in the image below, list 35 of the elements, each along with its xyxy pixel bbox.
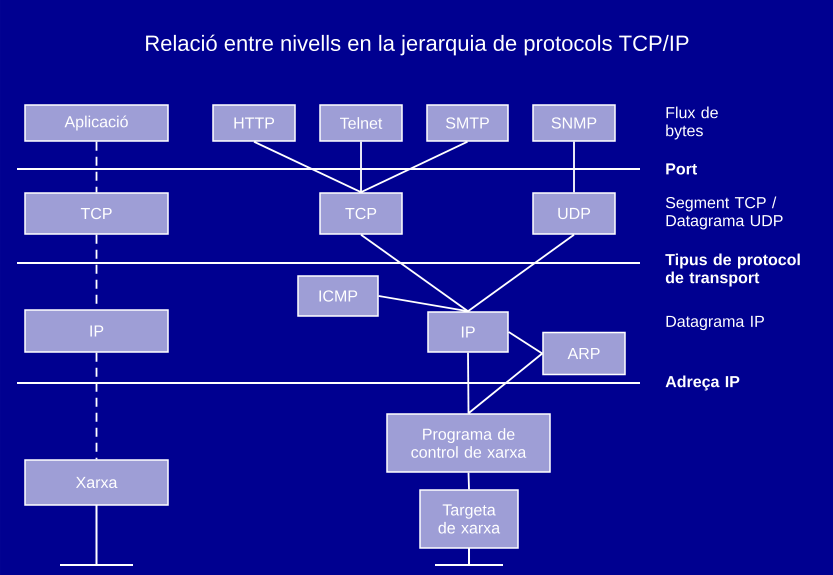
protocol-box: UDP [532,192,616,235]
protocol-box: Aplicació [24,104,169,142]
connector-line [468,472,470,490]
layer-label: Flux de bytes [666,106,718,140]
connector-line [360,140,468,194]
connector-line [467,234,575,312]
protocol-box: IP [427,311,509,353]
connector-line [508,331,543,354]
title: Relació entre nivells en la jerarquia de protocols TCP/IP [146,34,688,56]
protocol-box: ICMP [297,275,379,317]
layer-label: Segment TCP / Datagrama UDP [666,196,783,230]
layer-label: Tipus de protocol de transport [665,254,800,286]
protocol-box: TCP [24,192,169,235]
connector-line [467,352,470,414]
connector-line [360,234,469,312]
connector-line [573,142,575,192]
protocol-box: IP [24,309,169,353]
protocol-box: Programa de control de xarxa [386,413,551,473]
connector-line [96,352,98,460]
layer-label: Adreça IP [666,376,740,390]
protocol-box: Telnet [319,104,403,142]
connector-line [360,142,362,192]
protocol-box: HTTP [212,104,296,142]
connector-line [96,142,98,192]
connector-line [378,295,468,312]
protocol-box: SMTP [426,104,509,142]
protocol-box: Xarxa [24,459,169,506]
protocol-box: TCP [319,192,403,235]
protocol-box: SNMP [532,104,616,142]
connector-line [254,140,362,194]
protocol-box: ARP [542,332,626,376]
layer-label: Port [666,163,697,175]
protocol-box: Targeta de xarxa [419,489,519,549]
layer-label: Datagrama IP [666,316,764,330]
connector-line [468,352,543,414]
